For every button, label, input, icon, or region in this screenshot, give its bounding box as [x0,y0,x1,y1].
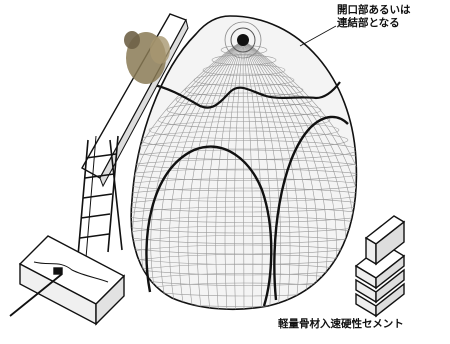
annotation-opening-line1: 開口部あるいは [337,4,411,16]
mesh-parallel [166,102,322,118]
annotation-leader [299,25,337,47]
mesh-parallel [157,111,331,129]
mesh-meridian [131,39,244,310]
mesh-parallel [131,273,357,307]
mesh-parallel [131,244,357,276]
mesh-parallel [131,235,357,265]
mesh-meridian [150,39,244,310]
annotation-opening-line2: 連結部となる [337,17,400,29]
egg-dome [130,15,358,311]
worker-figure [124,31,170,84]
mesh-parallel [131,149,357,171]
annotation-cement: 軽量骨材入速硬性セメント [278,318,404,330]
ladder-illustration [77,135,123,259]
mesh-meridian [168,39,244,310]
mixing-tray-illustration [9,235,126,326]
mesh-parallel [211,54,277,66]
mesh-parallel [131,187,357,213]
mesh-parallel [131,225,357,255]
mesh-parallel [175,92,313,108]
mesh-parallel [148,121,340,139]
mesh-parallel [131,254,357,286]
mesh-parallel [131,282,357,310]
mesh-parallel [202,64,286,76]
mesh-parallel [184,83,304,97]
mesh-meridian [196,39,244,310]
top-cap-edge [149,81,341,109]
mesh-meridian [242,39,357,310]
annotation-opening: 開口部あるいは 連結部となる [337,4,411,30]
mesh-meridian [242,39,357,310]
top-opening [237,34,249,46]
mesh-meridian [242,39,291,310]
mesh-parallel [131,197,357,223]
arch-right [273,115,349,301]
mesh-parallel [131,178,357,202]
mesh-parallel [131,216,357,244]
mesh-parallel [131,168,357,192]
cement-bags-illustration [354,215,406,318]
mesh-meridian [242,39,319,310]
mesh-parallel [131,159,357,181]
arch-left [145,145,273,307]
mesh-parallel [131,206,357,234]
mesh-parallel [131,263,357,297]
mesh-parallel [193,73,295,87]
